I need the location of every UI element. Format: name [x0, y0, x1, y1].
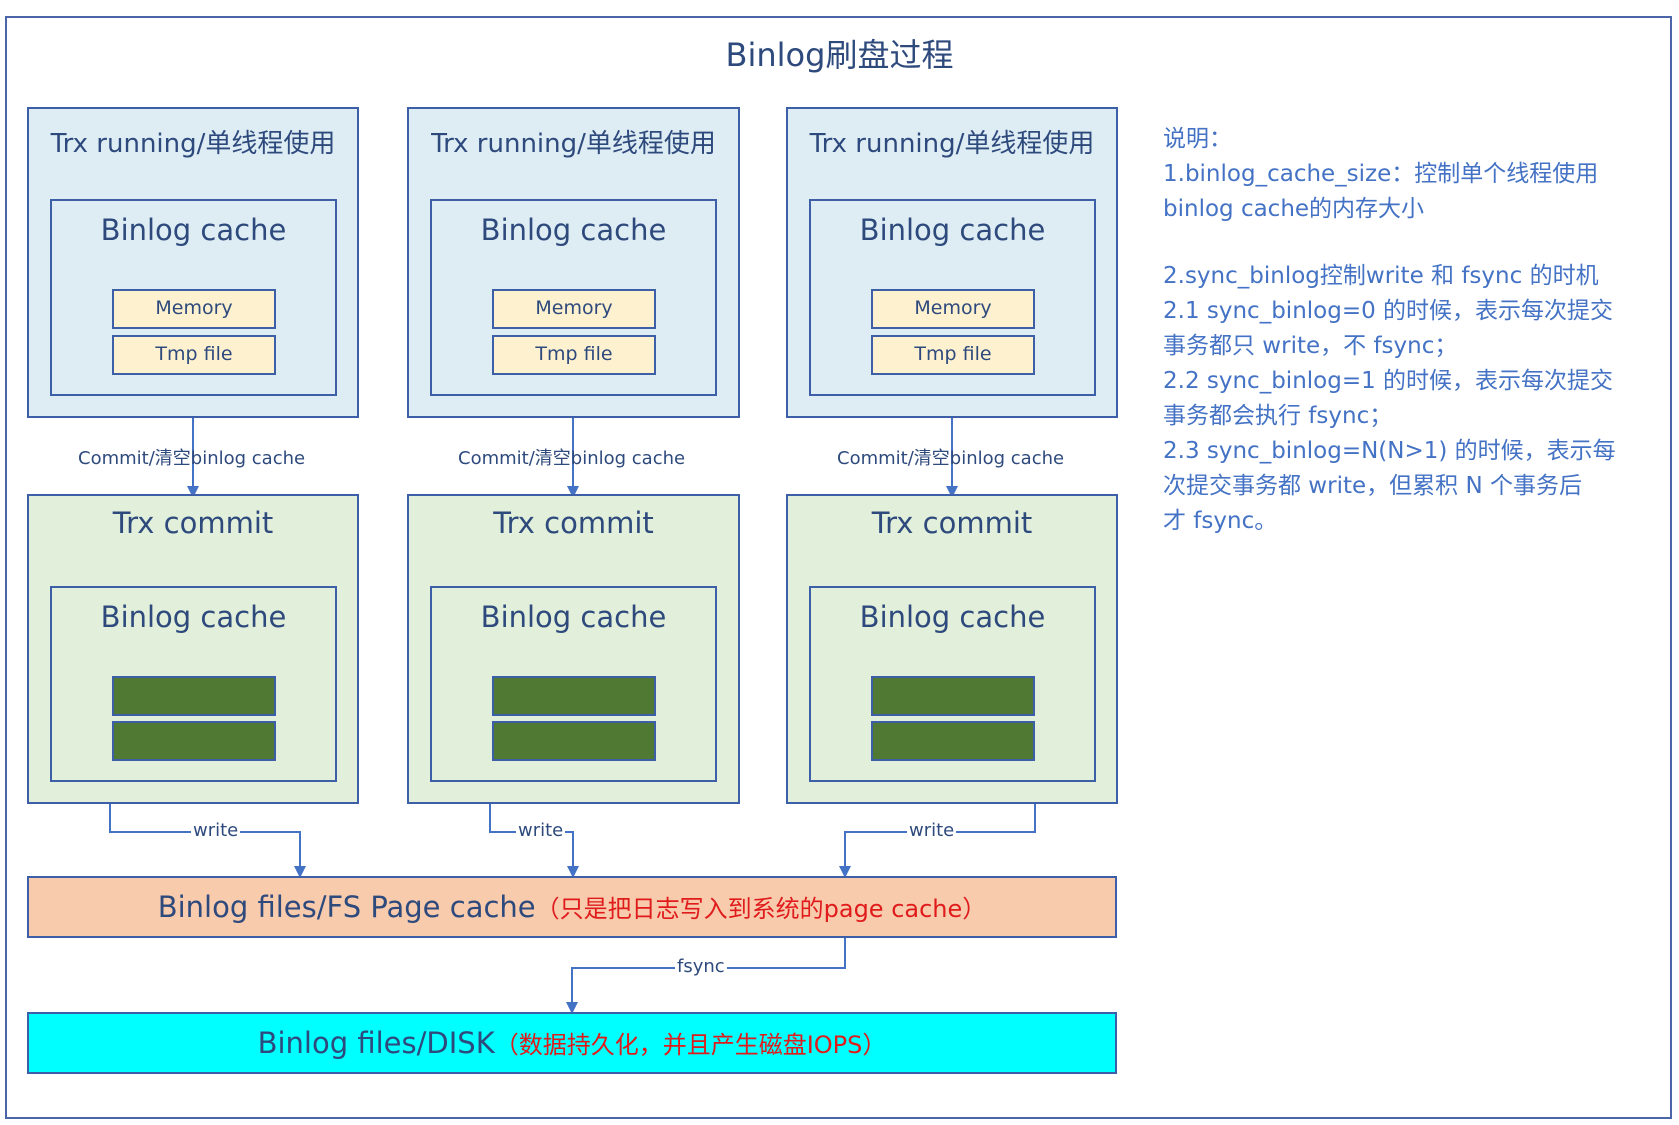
trx-commit-title: Trx commit [493, 506, 654, 540]
notes-line: 事务都只 write，不 fsync； [1163, 333, 1458, 359]
commit-arrow-label: Commit/清空binlog cache [837, 448, 1065, 469]
tmp-file-chip: Tmp file [871, 335, 1035, 375]
memory-chip: Memory [871, 289, 1035, 329]
binlog-cache-title: Binlog cache [480, 600, 667, 634]
disk-note: （数据持久化，并且产生磁盘IOPS） [494, 1031, 887, 1059]
commit-arrow-label: Commit/清空binlog cache [458, 448, 686, 469]
trx-running-title: Trx running/单线程使用 [809, 129, 1095, 159]
trx-commit-box-1: Trx commit Binlog cache [27, 494, 359, 804]
binlog-cache-title: Binlog cache [480, 213, 667, 247]
notes-line: 2.1 sync_binlog=0 的时候，表示每次提交 [1163, 298, 1614, 324]
disk-label: Binlog files/DISK [257, 1026, 495, 1060]
binlog-cache-title: Binlog cache [859, 600, 1046, 634]
binlog-cache-box: Binlog cache Memory Tmp file [809, 199, 1096, 396]
cache-block [871, 721, 1035, 761]
notes-line: 2.3 sync_binlog=N(N>1) 的时候，表示每 [1163, 438, 1616, 464]
trx-commit-title: Trx commit [112, 506, 274, 540]
tmp-file-chip: Tmp file [112, 335, 276, 375]
trx-commit-title: Trx commit [871, 506, 1033, 540]
binlog-cache-title: Binlog cache [859, 213, 1046, 247]
binlog-cache-box: Binlog cache [50, 586, 337, 782]
binlog-cache-box: Binlog cache [430, 586, 717, 782]
notes-line: binlog cache的内存大小 [1163, 196, 1425, 222]
notes-line: 1.binlog_cache_size：控制单个线程使用 [1163, 161, 1599, 187]
diagram-frame [5, 16, 1672, 1119]
notes-line: 2.sync_binlog控制write 和 fsync 的时机 [1163, 263, 1599, 289]
write-label: write [516, 820, 566, 841]
notes-line: 2.2 sync_binlog=1 的时候，表示每次提交 [1163, 368, 1614, 394]
disk-box: Binlog files/DISK（数据持久化，并且产生磁盘IOPS） [27, 1012, 1117, 1074]
binlog-cache-title: Binlog cache [100, 600, 287, 634]
binlog-cache-title: Binlog cache [100, 213, 287, 247]
cache-block [492, 721, 656, 761]
binlog-cache-box: Binlog cache Memory Tmp file [430, 199, 717, 396]
trx-commit-box-2: Trx commit Binlog cache [407, 494, 740, 804]
trx-running-box-2: Trx running/单线程使用 Binlog cache Memory Tm… [407, 107, 740, 418]
tmp-file-chip: Tmp file [492, 335, 656, 375]
trx-commit-box-3: Trx commit Binlog cache [786, 494, 1118, 804]
page-cache-box: Binlog files/FS Page cache（只是把日志写入到系统的pa… [27, 876, 1117, 938]
notes-line: 次提交事务都 write，但累积 N 个事务后 [1163, 473, 1582, 499]
write-label: write [191, 820, 241, 841]
page-cache-note: （只是把日志写入到系统的page cache） [535, 895, 987, 923]
binlog-cache-box: Binlog cache Memory Tmp file [50, 199, 337, 396]
write-label: write [907, 820, 957, 841]
notes-line: 事务都会执行 fsync； [1163, 403, 1393, 429]
fsync-label: fsync [675, 956, 727, 977]
cache-block [492, 676, 656, 716]
trx-running-box-1: Trx running/单线程使用 Binlog cache Memory Tm… [27, 107, 359, 418]
diagram-title: Binlog刷盘过程 [725, 36, 954, 74]
trx-running-title: Trx running/单线程使用 [50, 129, 336, 159]
notes-heading: 说明： [1163, 126, 1232, 152]
memory-chip: Memory [112, 289, 276, 329]
notes-line: 才 fsync。 [1163, 508, 1278, 534]
notes-panel: 说明： 1.binlog_cache_size：控制单个线程使用 binlog … [1163, 122, 1663, 539]
commit-arrow-label: Commit/清空binlog cache [78, 448, 306, 469]
binlog-cache-box: Binlog cache [809, 586, 1096, 782]
memory-chip: Memory [492, 289, 656, 329]
cache-block [871, 676, 1035, 716]
trx-running-box-3: Trx running/单线程使用 Binlog cache Memory Tm… [786, 107, 1118, 418]
cache-block [112, 676, 276, 716]
trx-running-title: Trx running/单线程使用 [431, 129, 716, 159]
cache-block [112, 721, 276, 761]
page-cache-label: Binlog files/FS Page cache [157, 890, 536, 924]
